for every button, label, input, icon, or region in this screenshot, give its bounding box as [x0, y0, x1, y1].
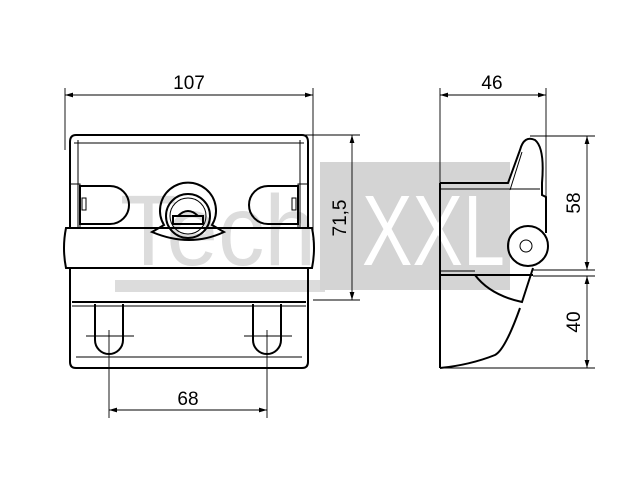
watermark-tech: Tech [120, 175, 316, 287]
dim-side-upper-height: 58 [564, 192, 585, 213]
dimensions [64, 88, 595, 418]
dim-hole-spacing: 68 [177, 389, 198, 410]
dim-front-height: 71,5 [330, 200, 351, 237]
side-view [439, 137, 549, 369]
dim-side-depth: 46 [481, 73, 502, 94]
watermark-xxl: XXL [362, 175, 505, 287]
dim-front-width: 107 [173, 73, 205, 94]
dim-side-lower-height: 40 [564, 311, 585, 332]
